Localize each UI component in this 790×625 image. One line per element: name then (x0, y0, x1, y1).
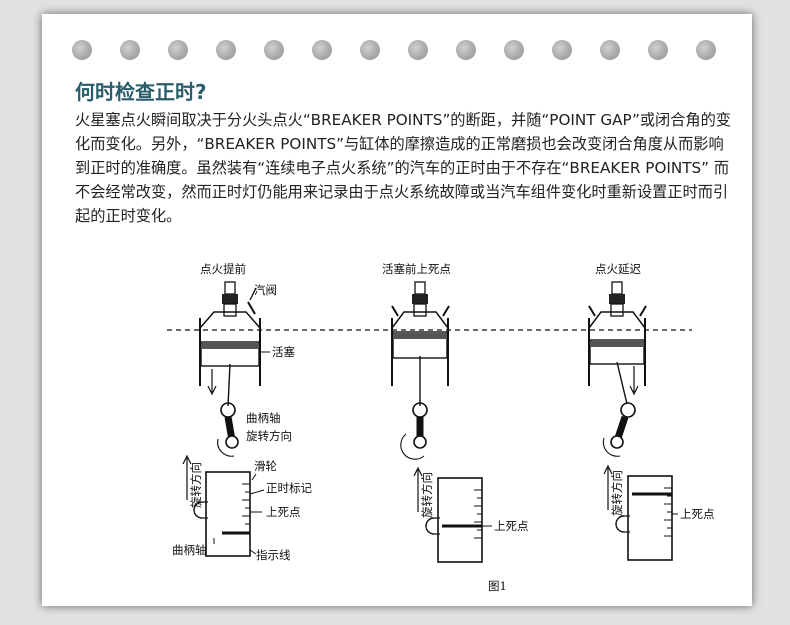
figure-caption: 图1 (488, 579, 507, 593)
binder-hole (408, 40, 428, 60)
label-rotation-direction-vertical: 旋转方向 (420, 472, 434, 518)
panel-advance: 点火提前 汽阀 活塞 (172, 262, 312, 562)
label-tdc: 上死点 (680, 507, 715, 521)
rotation-arrow-icon (602, 437, 621, 457)
label-tdc: 上死点 (494, 519, 529, 533)
valve-stem (639, 305, 647, 317)
binder-hole (312, 40, 332, 60)
body-paragraph: 火星塞点火瞬间取决于分火头点火“BREAKER POINTS”的断距，并随“PO… (75, 111, 731, 225)
arrow-down-icon (629, 366, 639, 396)
panel-retard: 点火延迟 (588, 262, 715, 561)
binder-hole (648, 40, 668, 60)
connecting-rod (616, 361, 628, 405)
label-timing-mark: 正时标记 (266, 481, 312, 495)
binder-hole (552, 40, 572, 60)
arrow-up-icon (413, 466, 423, 512)
label-valve: 汽阀 (254, 283, 277, 297)
binder-hole (504, 40, 524, 60)
panel-title-advance: 点火提前 (200, 262, 246, 276)
panel-title-retard: 点火延迟 (595, 262, 641, 276)
panel-tdc: 活塞前上死点 (382, 262, 529, 563)
pulley-icon (437, 477, 483, 563)
label-tdc: 上死点 (266, 505, 301, 519)
valve-stem (588, 305, 596, 317)
arrow-up-icon (182, 454, 192, 500)
notebook-page: 何时检查正时? 火星塞点火瞬间取决于分火头点火“BREAKER POINTS”的… (42, 14, 752, 606)
valve-icon (249, 287, 257, 301)
connecting-rod (227, 363, 231, 407)
page-title: 何时检查正时? (75, 80, 207, 104)
binder-hole (168, 40, 188, 60)
binder-hole (696, 40, 716, 60)
valve-stem (247, 301, 256, 315)
binder-holes (72, 40, 732, 60)
label-indicator-line: 指示线 (256, 548, 291, 562)
label-rotation-direction: 旋转方向 (246, 429, 292, 443)
valve-stem (442, 305, 450, 317)
label-rotation-direction-vertical: 旋转方向 (610, 470, 624, 516)
binder-hole (72, 40, 92, 60)
cylinder-head (391, 311, 449, 329)
binder-hole (216, 40, 236, 60)
arrow-up-icon (603, 464, 613, 510)
cylinder-head (588, 311, 646, 329)
valve-stem (391, 305, 399, 317)
rotation-arrow-icon (217, 438, 235, 457)
label-rotation-direction-vertical: 旋转方向 (189, 462, 203, 508)
spark-plug-icon (609, 281, 625, 317)
panel-title-tdc: 活塞前上死点 (382, 262, 451, 276)
ignition-timing-diagram: 点火提前 汽阀 活塞 (167, 262, 715, 593)
binder-hole (456, 40, 476, 60)
spark-plug-icon (222, 281, 238, 317)
binder-hole (264, 40, 284, 60)
binder-hole (120, 40, 140, 60)
label-piston: 活塞 (272, 345, 295, 359)
binder-hole (600, 40, 620, 60)
crank-arm (614, 415, 629, 440)
pulley-icon (627, 475, 673, 561)
cylinder-head (199, 311, 261, 329)
arrow-down-icon (207, 369, 217, 396)
label-crankshaft-bottom: 曲柄轴 (172, 543, 207, 557)
binder-hole (360, 40, 380, 60)
pulley-icon (205, 471, 251, 557)
rotation-arrow-icon (400, 433, 425, 460)
spark-plug-icon (412, 281, 428, 317)
label-pulley: 滑轮 (254, 459, 277, 473)
crank-pin-icon (620, 402, 636, 418)
label-crankshaft: 曲柄轴 (246, 411, 281, 425)
